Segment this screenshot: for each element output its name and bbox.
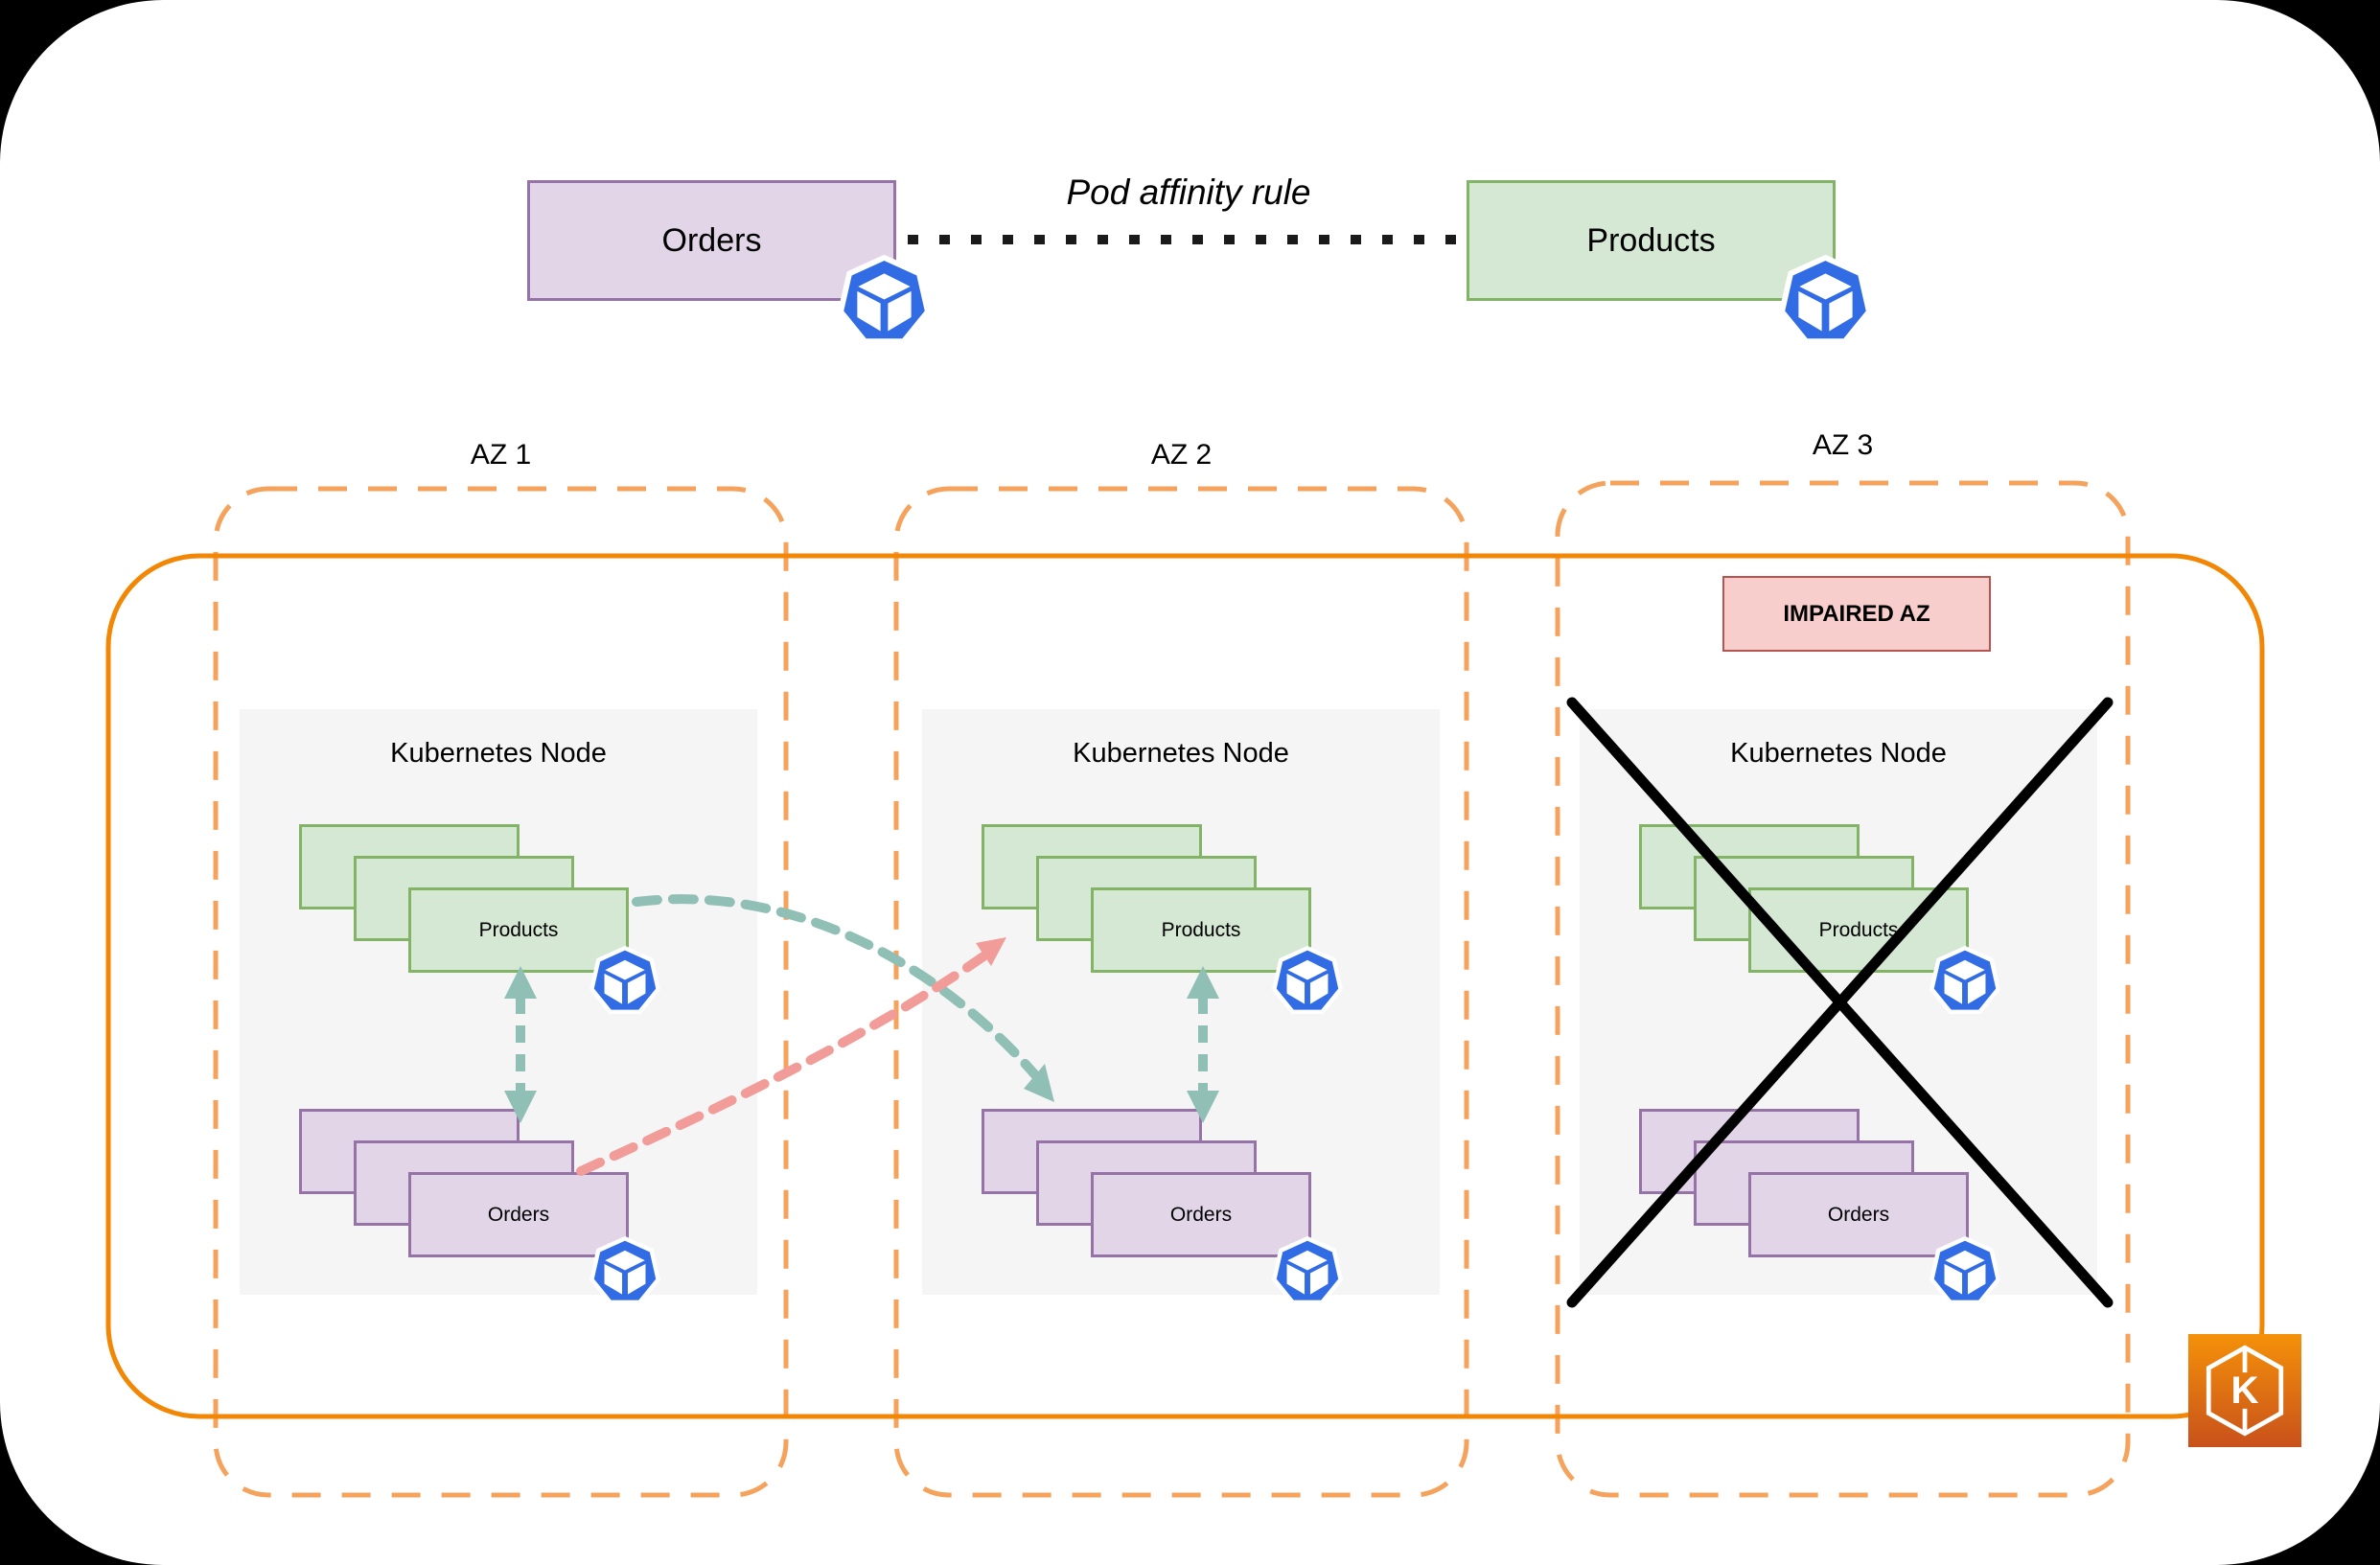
orders-deployment-box: Orders	[527, 180, 896, 301]
impaired-az-label: IMPAIRED AZ	[1783, 600, 1930, 627]
amazon-eks-icon: K	[2188, 1334, 2301, 1447]
kubernetes-pod-icon	[1272, 1236, 1343, 1307]
az2-label: AZ 2	[1150, 439, 1213, 471]
az1-label: AZ 1	[470, 439, 532, 471]
az1-products-label: Products	[478, 918, 559, 941]
products-deployment-box: Products	[1467, 180, 1836, 301]
az3-label: AZ 3	[1812, 429, 1874, 461]
orders-deployment-label: Orders	[661, 221, 762, 259]
az3-products-label: Products	[1818, 918, 1899, 941]
kubernetes-pod-icon	[589, 1236, 660, 1307]
az2-orders-pod-front: Orders	[1091, 1172, 1311, 1257]
az1-orders-label: Orders	[487, 1203, 550, 1226]
az2-products-label: Products	[1161, 918, 1241, 941]
az1-node-title: Kubernetes Node	[390, 738, 607, 769]
az1-orders-pod-front: Orders	[408, 1172, 629, 1257]
kubernetes-pod-icon	[1929, 1236, 2000, 1307]
kubernetes-pod-icon	[1272, 946, 1343, 1017]
products-deployment-label: Products	[1586, 221, 1716, 259]
az3-orders-label: Orders	[1827, 1203, 1890, 1226]
az2-kubernetes-node: Kubernetes Node Products Orders	[922, 709, 1440, 1295]
kubernetes-pod-icon	[838, 255, 931, 348]
az3-node-title: Kubernetes Node	[1730, 738, 1947, 769]
eks-icon-letter: K	[2231, 1369, 2259, 1412]
az2-node-title: Kubernetes Node	[1073, 738, 1289, 769]
impaired-az-badge: IMPAIRED AZ	[1722, 576, 1991, 652]
kubernetes-pod-icon	[1929, 946, 2000, 1017]
az1-kubernetes-node: Kubernetes Node Products Orders	[240, 709, 757, 1295]
kubernetes-pod-icon	[1779, 255, 1872, 348]
az3-kubernetes-node: Kubernetes Node Products Orders	[1580, 709, 2097, 1295]
kubernetes-pod-icon	[589, 946, 660, 1017]
pod-affinity-rule-label: Pod affinity rule	[1066, 173, 1311, 212]
az2-orders-label: Orders	[1169, 1203, 1233, 1226]
